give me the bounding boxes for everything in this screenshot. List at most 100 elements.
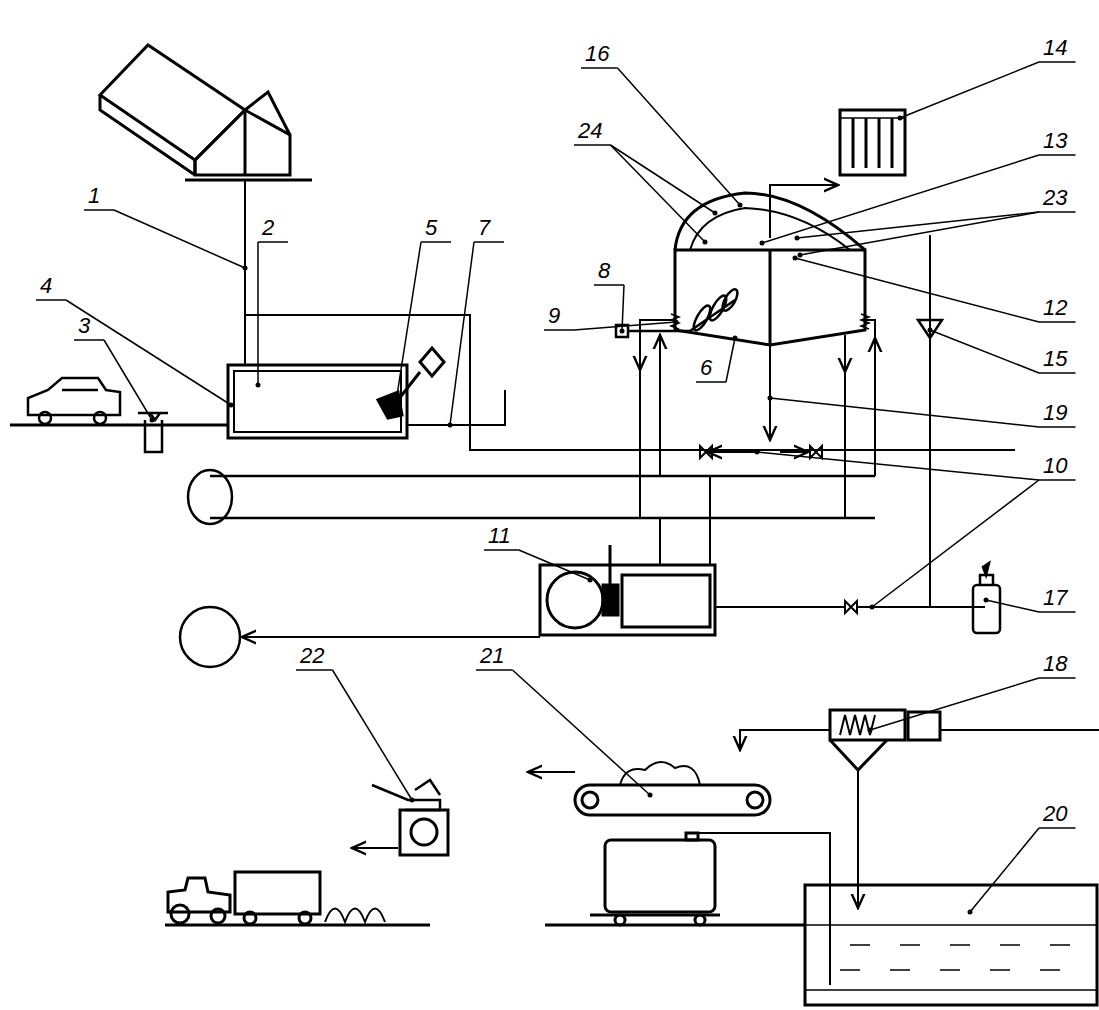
leader-dot bbox=[795, 236, 800, 241]
leader-dot bbox=[793, 256, 798, 261]
liquid bbox=[840, 945, 1070, 970]
hopper bbox=[138, 413, 168, 452]
leader-dot bbox=[760, 241, 765, 246]
callout-number: 12 bbox=[1043, 296, 1067, 320]
callout-number: 3 bbox=[78, 314, 90, 338]
callout-shelf bbox=[484, 549, 519, 551]
leader-dot bbox=[755, 450, 760, 455]
callout-shelf bbox=[474, 241, 504, 243]
leader-line bbox=[870, 678, 1039, 730]
leader-dot bbox=[674, 320, 679, 325]
leader-line bbox=[610, 145, 705, 242]
leader-line bbox=[114, 210, 245, 268]
callout-shelf bbox=[84, 209, 114, 211]
callout-number: 7 bbox=[478, 216, 490, 240]
callout-number: 19 bbox=[1043, 401, 1067, 425]
callout-number: 14 bbox=[1043, 36, 1067, 60]
leader-line bbox=[872, 480, 1039, 607]
gas-cylinder bbox=[973, 563, 1000, 633]
leader-line bbox=[800, 212, 1039, 255]
callout-shelf bbox=[296, 669, 332, 671]
leader-line bbox=[574, 322, 676, 330]
callout-number: 9 bbox=[548, 304, 560, 328]
leader-dot bbox=[410, 798, 415, 803]
callout-number: 10 bbox=[1043, 454, 1067, 478]
callout-shelf bbox=[544, 329, 574, 331]
leader-line bbox=[986, 600, 1039, 612]
barn bbox=[100, 45, 312, 180]
callout-shelf bbox=[1039, 426, 1075, 428]
callout-shelf bbox=[36, 299, 66, 301]
leader-dot bbox=[868, 728, 873, 733]
tractor bbox=[168, 872, 385, 924]
leader-dot bbox=[393, 406, 398, 411]
leader-dot bbox=[620, 329, 625, 334]
leader-dot bbox=[150, 418, 155, 423]
leader-dot bbox=[968, 910, 973, 915]
leader-line bbox=[610, 145, 715, 213]
leader-line bbox=[450, 242, 474, 425]
leader-dot bbox=[648, 793, 653, 798]
leader-dot bbox=[928, 328, 933, 333]
leader-line bbox=[757, 452, 1039, 480]
leader-dot bbox=[984, 598, 989, 603]
callout-shelf bbox=[421, 241, 451, 243]
leader-line bbox=[104, 340, 152, 420]
callout-number: 22 bbox=[300, 644, 324, 668]
callout-number: 20 bbox=[1043, 802, 1067, 826]
callout-shelf bbox=[696, 381, 726, 383]
leader-line bbox=[762, 155, 1039, 243]
leader-line bbox=[519, 550, 590, 580]
callout-shelf bbox=[476, 669, 512, 671]
leader-line bbox=[970, 828, 1039, 912]
leader-line bbox=[795, 258, 1039, 322]
callout-number: 15 bbox=[1043, 347, 1067, 371]
leader-line bbox=[617, 68, 740, 205]
callout-number: 11 bbox=[488, 524, 511, 548]
callout-number: 17 bbox=[1043, 586, 1067, 610]
callout-number: 23 bbox=[1043, 186, 1067, 210]
callout-number: 21 bbox=[480, 644, 504, 668]
callout-shelf bbox=[1039, 677, 1075, 679]
leader-dot bbox=[733, 336, 738, 341]
radiator bbox=[840, 110, 905, 175]
callout-shelf bbox=[574, 144, 610, 146]
leader-line bbox=[622, 285, 624, 331]
callout-shelf bbox=[1039, 479, 1075, 481]
callout-shelf bbox=[74, 339, 104, 341]
leader-dot bbox=[768, 396, 773, 401]
leader-line bbox=[257, 242, 259, 385]
leader-line bbox=[512, 670, 650, 795]
callout-shelf bbox=[581, 67, 617, 69]
callout-shelf bbox=[1039, 611, 1075, 613]
mixer bbox=[616, 287, 740, 337]
callout-shelf bbox=[594, 284, 624, 286]
leader-dot bbox=[870, 605, 875, 610]
callout-shelf bbox=[1039, 321, 1075, 323]
leader-line bbox=[726, 338, 735, 382]
leader-line bbox=[900, 62, 1039, 118]
leader-line bbox=[332, 670, 412, 800]
leader-dot bbox=[703, 240, 708, 245]
leader-dot bbox=[448, 423, 453, 428]
leader-line bbox=[770, 398, 1039, 427]
storage-tank bbox=[805, 885, 1097, 1005]
leader-dot bbox=[588, 578, 593, 583]
leader-dot bbox=[256, 383, 261, 388]
separator bbox=[830, 710, 940, 770]
conveyor bbox=[575, 762, 770, 815]
leader-dot bbox=[713, 211, 718, 216]
leader-dot bbox=[898, 116, 903, 121]
leader-dot bbox=[229, 403, 234, 408]
leader-dot bbox=[798, 253, 803, 258]
valve bbox=[700, 446, 857, 613]
callout-number: 4 bbox=[40, 274, 52, 298]
callout-shelf bbox=[1039, 61, 1075, 63]
leader-line bbox=[66, 300, 231, 405]
callout-number: 6 bbox=[700, 356, 712, 380]
shredder bbox=[372, 780, 448, 855]
truck bbox=[28, 378, 120, 424]
